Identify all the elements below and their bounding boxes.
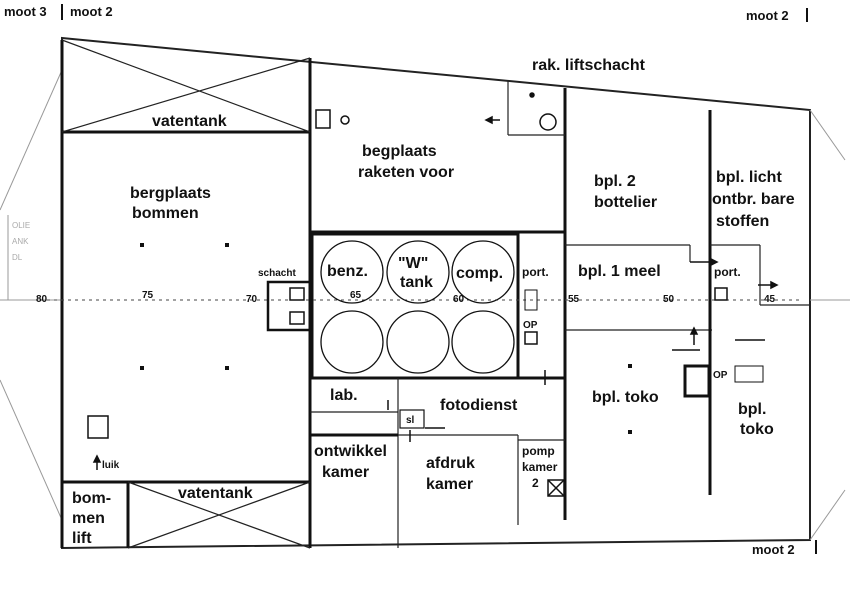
tank-lower-middle — [386, 310, 450, 374]
label-benz: benz. — [327, 263, 368, 280]
room-begplaats-line2: raketen voor — [358, 164, 454, 181]
benz-tank — [320, 240, 384, 304]
room-bpl1-meel: bpl. 1 meel — [578, 263, 661, 280]
tank-lower-right — [451, 310, 515, 374]
frame-number-75: 75 — [142, 290, 154, 301]
sl-box — [399, 409, 425, 429]
room-pomp-line3: 2 — [532, 476, 539, 490]
room-bpl-licht-line1: bpl. licht — [716, 169, 782, 186]
frame-number-70: 70 — [246, 294, 258, 305]
frame-number-80: 80 — [36, 294, 48, 305]
room-bommenlift-line3: lift — [72, 530, 92, 547]
room-afdruk-line2: kamer — [426, 476, 473, 493]
faded-label-olie: OLIE — [12, 221, 30, 230]
moot-label-top-right: moot 2 — [746, 8, 789, 23]
small-features — [87, 92, 764, 497]
arrows — [92, 115, 779, 470]
room-fotodienst: fotodienst — [440, 397, 518, 414]
label-luik: luik — [102, 460, 120, 471]
label-op-1: OP — [523, 320, 538, 331]
frame-number-50: 50 — [663, 294, 675, 305]
room-bpl-licht-line3: stoffen — [716, 213, 769, 230]
frame-number-45: 45 — [764, 294, 776, 305]
room-vatentank-top: vatentank — [152, 113, 227, 130]
label-w-tank-line2: tank — [400, 274, 433, 291]
schacht-box — [266, 280, 312, 332]
moot-label-bottom-right: moot 2 — [752, 542, 795, 557]
label-port-2: port. — [714, 265, 741, 279]
w-tank — [386, 240, 450, 304]
room-afdruk-line1: afdruk — [426, 455, 475, 472]
label-schacht: schacht — [258, 268, 296, 279]
op-box — [683, 364, 711, 398]
frame-line: 80 75 70 65 60 55 50 45 — [36, 290, 800, 305]
room-bergplaats-line1: bergplaats — [130, 185, 211, 202]
moot-label-top-left-2: moot 2 — [70, 4, 113, 19]
moot-label-top-left: moot 3 — [4, 4, 47, 19]
room-bpl2-line1: bpl. 2 — [594, 173, 636, 190]
faded-left-labels: OLIE ANK DL — [12, 221, 30, 262]
label-sl: sl — [406, 415, 415, 426]
room-bommenlift-line1: bom- — [72, 490, 111, 507]
label-port-1: port. — [522, 265, 549, 279]
label-w-tank-line1: "W" — [398, 255, 428, 272]
begplaats-fixture — [315, 109, 331, 129]
frame-number-55: 55 — [568, 294, 580, 305]
room-pomp-line1: pomp — [522, 444, 555, 458]
frame-number-65: 65 — [350, 290, 362, 301]
room-bommenlift-line2: men — [72, 510, 105, 527]
pomp-hatch — [547, 479, 565, 497]
room-vatentank-bottom: vatentank — [178, 485, 253, 502]
frame-number-60: 60 — [453, 294, 465, 305]
room-rak-liftschacht: rak. liftschacht — [532, 57, 646, 74]
comp-tank — [451, 240, 515, 304]
room-begplaats-line1: begplaats — [362, 143, 437, 160]
room-pomp-line2: kamer — [522, 460, 558, 474]
label-op-2: OP — [713, 370, 728, 381]
room-bpl2-line2: bottelier — [594, 194, 657, 211]
room-bpl-licht-line2: ontbr. bare — [712, 191, 795, 208]
room-bergplaats-line2: bommen — [132, 205, 199, 222]
hull-lines — [0, 69, 850, 541]
tank-circles — [320, 240, 515, 374]
luik-hatch — [87, 415, 109, 439]
stair-1 — [524, 289, 538, 311]
room-bpl-toko-right-line1: bpl. — [738, 401, 766, 418]
faded-label-dl: DL — [12, 253, 23, 262]
faded-label-ank: ANK — [12, 237, 29, 246]
room-ontwikkel-line1: ontwikkel — [314, 443, 387, 460]
tank-lower-left — [320, 310, 384, 374]
room-bpl-toko-right-line2: toko — [740, 421, 774, 438]
dots — [140, 243, 632, 434]
room-bpl-toko-middle: bpl. toko — [592, 389, 659, 406]
stair-2 — [734, 365, 764, 383]
label-comp: comp. — [456, 265, 503, 282]
room-ontwikkel-line2: kamer — [322, 464, 369, 481]
room-lab: lab. — [330, 387, 358, 404]
